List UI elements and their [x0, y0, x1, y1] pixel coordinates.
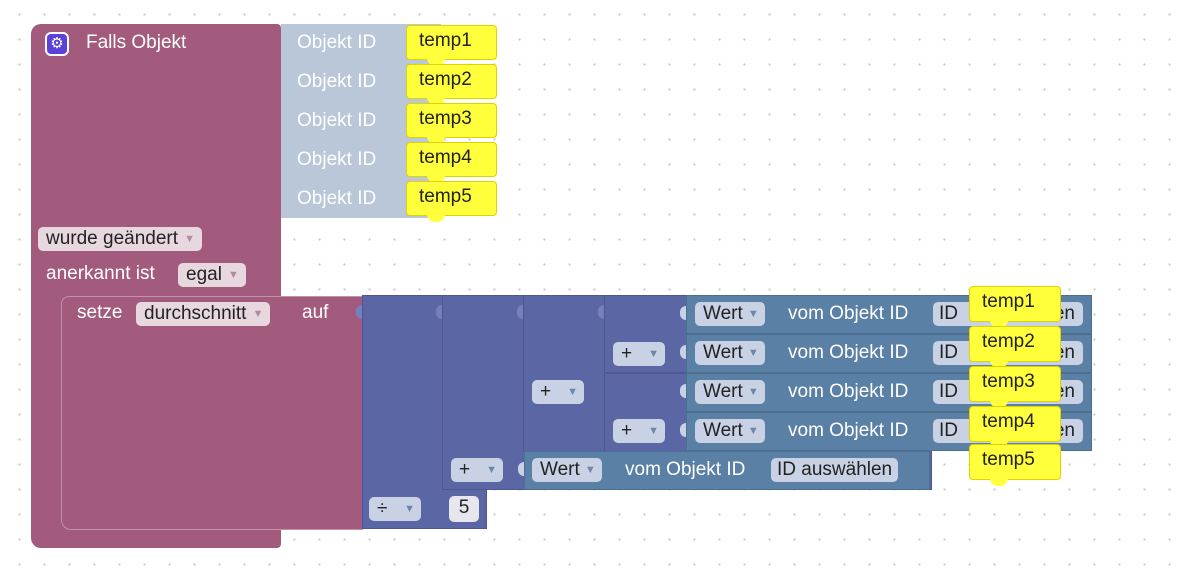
object-chip-temp5[interactable]: temp5: [406, 181, 497, 222]
plus-dropdown[interactable]: +▼: [451, 458, 503, 482]
dropdown-arrow-icon: ▼: [747, 425, 759, 437]
input-notch: [680, 423, 686, 437]
object-id-label: Objekt ID: [297, 188, 377, 209]
input-notch: [436, 305, 442, 319]
input-notch: [598, 305, 604, 319]
object-chip-temp4[interactable]: temp4: [406, 142, 497, 183]
object-id-label: Objekt ID: [297, 32, 377, 53]
set-variable-block[interactable]: [61, 296, 363, 530]
changed-dropdown[interactable]: wurde geändert▼: [38, 227, 203, 251]
to-label: auf: [302, 302, 329, 323]
input-notch: [517, 305, 523, 319]
from-object-label: vom Objekt ID: [625, 459, 746, 480]
object-id-label: Objekt ID: [297, 110, 377, 131]
input-notch: [273, 35, 281, 51]
dropdown-arrow-icon: ▼: [584, 464, 596, 476]
gear-icon[interactable]: ⚙: [45, 32, 69, 56]
value-dropdown[interactable]: Wert▼: [695, 302, 765, 326]
object-chip-temp4[interactable]: temp4: [969, 406, 1061, 448]
object-chip-temp1[interactable]: temp1: [406, 25, 497, 66]
from-object-label: vom Objekt ID: [788, 381, 909, 402]
dropdown-arrow-icon: ▼: [747, 347, 759, 359]
value-dropdown[interactable]: Wert▼: [695, 341, 765, 365]
plus-dropdown[interactable]: +▼: [613, 419, 665, 443]
object-chip-temp2[interactable]: temp2: [969, 326, 1061, 368]
input-notch: [273, 152, 281, 168]
plus-dropdown[interactable]: +▼: [613, 342, 665, 366]
dropdown-arrow-icon: ▼: [567, 386, 578, 398]
object-id-label: Objekt ID: [297, 71, 377, 92]
trigger-title: Falls Objekt: [86, 32, 187, 53]
ack-label: anerkannt ist: [46, 263, 155, 284]
input-notch: [680, 345, 686, 359]
variable-dropdown[interactable]: durchschnitt▼: [136, 302, 271, 326]
input-notch: [518, 462, 524, 476]
input-notch: [273, 191, 281, 207]
input-notch: [273, 74, 281, 90]
divisor-number[interactable]: 5: [449, 496, 479, 522]
plus-dropdown[interactable]: +▼: [532, 380, 584, 404]
dropdown-arrow-icon: ▼: [747, 308, 759, 320]
divide-dropdown[interactable]: ÷▼: [369, 497, 421, 521]
dropdown-arrow-icon: ▼: [648, 348, 659, 360]
object-chip-temp1[interactable]: temp1: [969, 286, 1061, 328]
object-chip-temp5[interactable]: temp5: [969, 444, 1061, 486]
object-chip-temp3[interactable]: temp3: [969, 366, 1061, 408]
object-chip-temp2[interactable]: temp2: [406, 64, 497, 105]
from-object-label: vom Objekt ID: [788, 303, 909, 324]
from-object-label: vom Objekt ID: [788, 420, 909, 441]
object-id-label: Objekt ID: [297, 149, 377, 170]
input-notch: [680, 384, 686, 398]
value-dropdown[interactable]: Wert▼: [695, 419, 765, 443]
dropdown-arrow-icon: ▼: [228, 269, 239, 281]
value-dropdown[interactable]: Wert▼: [695, 380, 765, 404]
ack-dropdown[interactable]: egal▼: [178, 263, 246, 287]
dropdown-arrow-icon: ▼: [747, 386, 759, 398]
dropdown-arrow-icon: ▼: [252, 308, 264, 320]
set-label: setze: [77, 302, 123, 323]
dropdown-arrow-icon: ▼: [184, 233, 196, 245]
dropdown-arrow-icon: ▼: [648, 425, 659, 437]
input-notch: [680, 306, 686, 320]
dropdown-arrow-icon: ▼: [486, 464, 497, 476]
input-notch: [273, 113, 281, 129]
trigger-block[interactable]: [31, 24, 281, 256]
object-id-field[interactable]: ID auswählen: [771, 458, 899, 482]
value-dropdown[interactable]: Wert▼: [532, 458, 602, 482]
dropdown-arrow-icon: ▼: [404, 503, 415, 515]
object-chip-temp3[interactable]: temp3: [406, 103, 497, 144]
input-notch: [356, 305, 362, 319]
from-object-label: vom Objekt ID: [788, 342, 909, 363]
